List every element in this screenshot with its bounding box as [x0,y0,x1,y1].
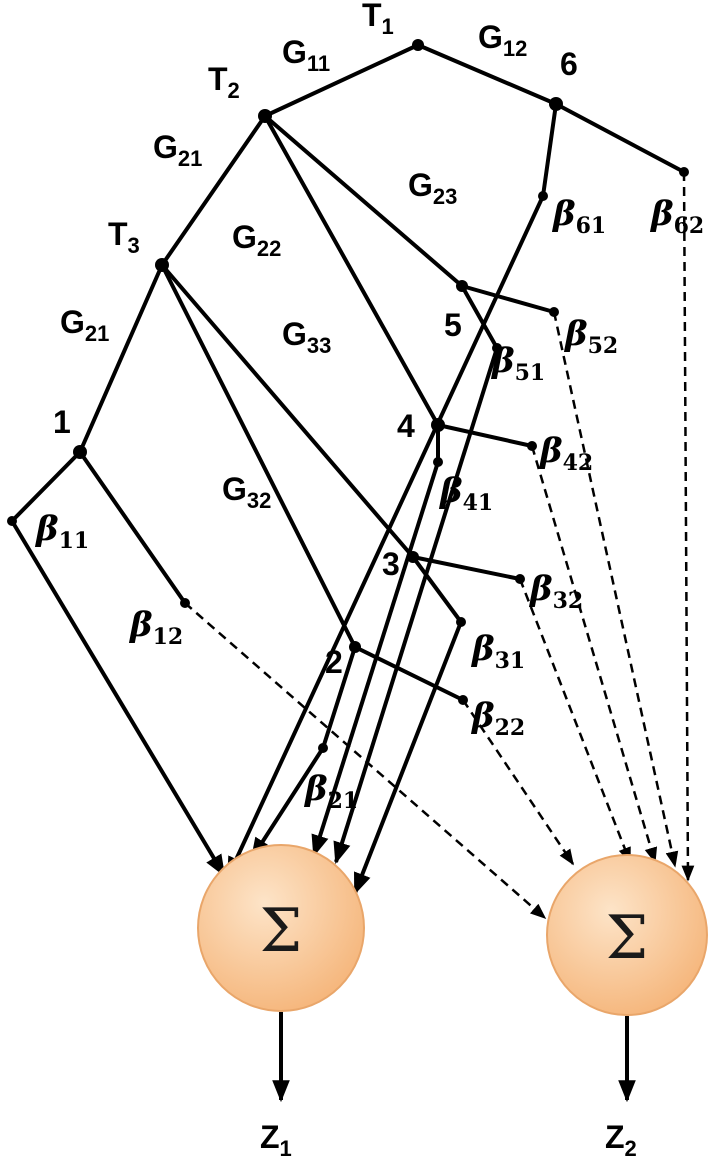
edge-t2-t3 [160,114,267,267]
node-5 [456,280,468,292]
node-t3 [155,258,169,272]
label-node-1: 1 [53,404,71,440]
edge-1-b12 [78,450,187,605]
edge-t3-1 [78,263,164,454]
node-b32 [515,574,525,584]
node-4 [431,418,445,432]
edge-6-b61 [541,102,558,198]
node-t1 [412,39,424,51]
label-g32: G32 [222,471,271,513]
leaf-numbers: 6 5 4 3 2 1 [53,46,578,680]
node-t2 [258,109,272,123]
edge-5-b52 [460,284,556,314]
node-b11 [7,516,17,526]
edge-2-b22 [353,645,465,702]
label-node-3: 3 [382,546,400,582]
arrow-b62-sum2 [681,171,695,882]
node-b52 [549,307,559,317]
label-node-2: 2 [325,644,343,680]
label-g23: G23 [408,167,457,209]
edge-t1-6 [416,43,558,106]
label-g33: G33 [282,316,331,358]
edge-3-b31 [411,555,463,624]
arrow-b51-sum1 [333,347,499,865]
sum-2-symbol: Σ [606,903,648,973]
label-g21-upper: G21 [153,129,202,171]
node-b41 [433,457,443,467]
arrow-b41-sum1 [311,461,440,858]
edge-5-b51 [460,284,499,350]
edge-6-b62 [554,102,686,174]
label-b32: β32 [528,569,583,614]
dashed-arrows [184,171,695,920]
group-labels: G11 G12 G21 G21 G22 G23 G33 G32 [60,19,527,513]
arrow-b21-sum1 [250,746,325,860]
label-node-4: 4 [397,408,415,444]
label-t2: T2 [208,61,240,103]
sum-node-1: Σ [197,844,365,1012]
node-1 [73,445,87,459]
tree-edges [10,43,686,750]
label-g22: G22 [232,219,281,261]
beta-labels: β11 β12 β21 β22 β31 β32 β41 β42 β51 β52 … [34,194,704,814]
edge-t3-2 [160,263,357,649]
node-3 [407,551,419,563]
label-z2: Z2 [605,1119,637,1161]
label-b62: β62 [649,194,704,239]
node-b31 [456,617,466,627]
label-b31: β31 [470,629,525,674]
edge-t2-5 [263,114,464,288]
label-b22: β22 [470,696,525,741]
tree-labels: T1 T2 T3 [108,0,394,258]
arrow-b42-sum2 [530,445,658,864]
node-b51 [492,343,502,353]
node-b21 [318,743,328,753]
label-b61: β61 [551,194,606,239]
edge-2-b21 [321,645,357,750]
arrow-b11-sum1 [10,519,226,877]
label-z1: Z1 [260,1119,292,1161]
solid-arrows [10,195,545,896]
edge-t1-t2 [263,43,420,118]
label-b41: β41 [438,471,493,516]
label-b12: β12 [128,605,183,650]
label-t3: T3 [108,216,140,258]
label-b42: β42 [538,431,593,476]
label-node-6: 6 [560,46,578,82]
label-g12: G12 [478,19,527,61]
edge-4-b42 [436,423,534,448]
label-b11: β11 [34,509,89,554]
sum-1-symbol: Σ [260,896,302,966]
arrow-b61-sum1 [226,195,545,879]
arrow-b32-sum2 [518,578,632,864]
arrow-b22-sum2 [461,699,575,866]
edge-1-b11 [10,450,82,523]
node-b22 [458,695,468,705]
node-2 [349,641,361,653]
label-g11: G11 [282,34,330,76]
node-b12 [180,598,190,608]
label-t1: T1 [362,0,394,39]
sum-node-2: Σ [546,854,708,1016]
nodes [7,39,689,753]
edge-t2-4 [263,114,440,427]
node-b62 [679,167,689,177]
label-b52: β52 [563,314,618,359]
arrow-b31-sum1 [353,621,463,896]
node-b42 [527,441,537,451]
node-b61 [538,191,548,201]
arrow-b52-sum2 [552,311,679,868]
label-g21-lower: G21 [60,304,109,346]
node-6 [549,97,563,111]
arrow-b12-sum2 [184,602,547,920]
label-node-5: 5 [444,307,462,343]
label-b21: β21 [303,769,358,814]
edge-t3-3 [160,263,415,559]
label-b51: β51 [490,341,545,386]
